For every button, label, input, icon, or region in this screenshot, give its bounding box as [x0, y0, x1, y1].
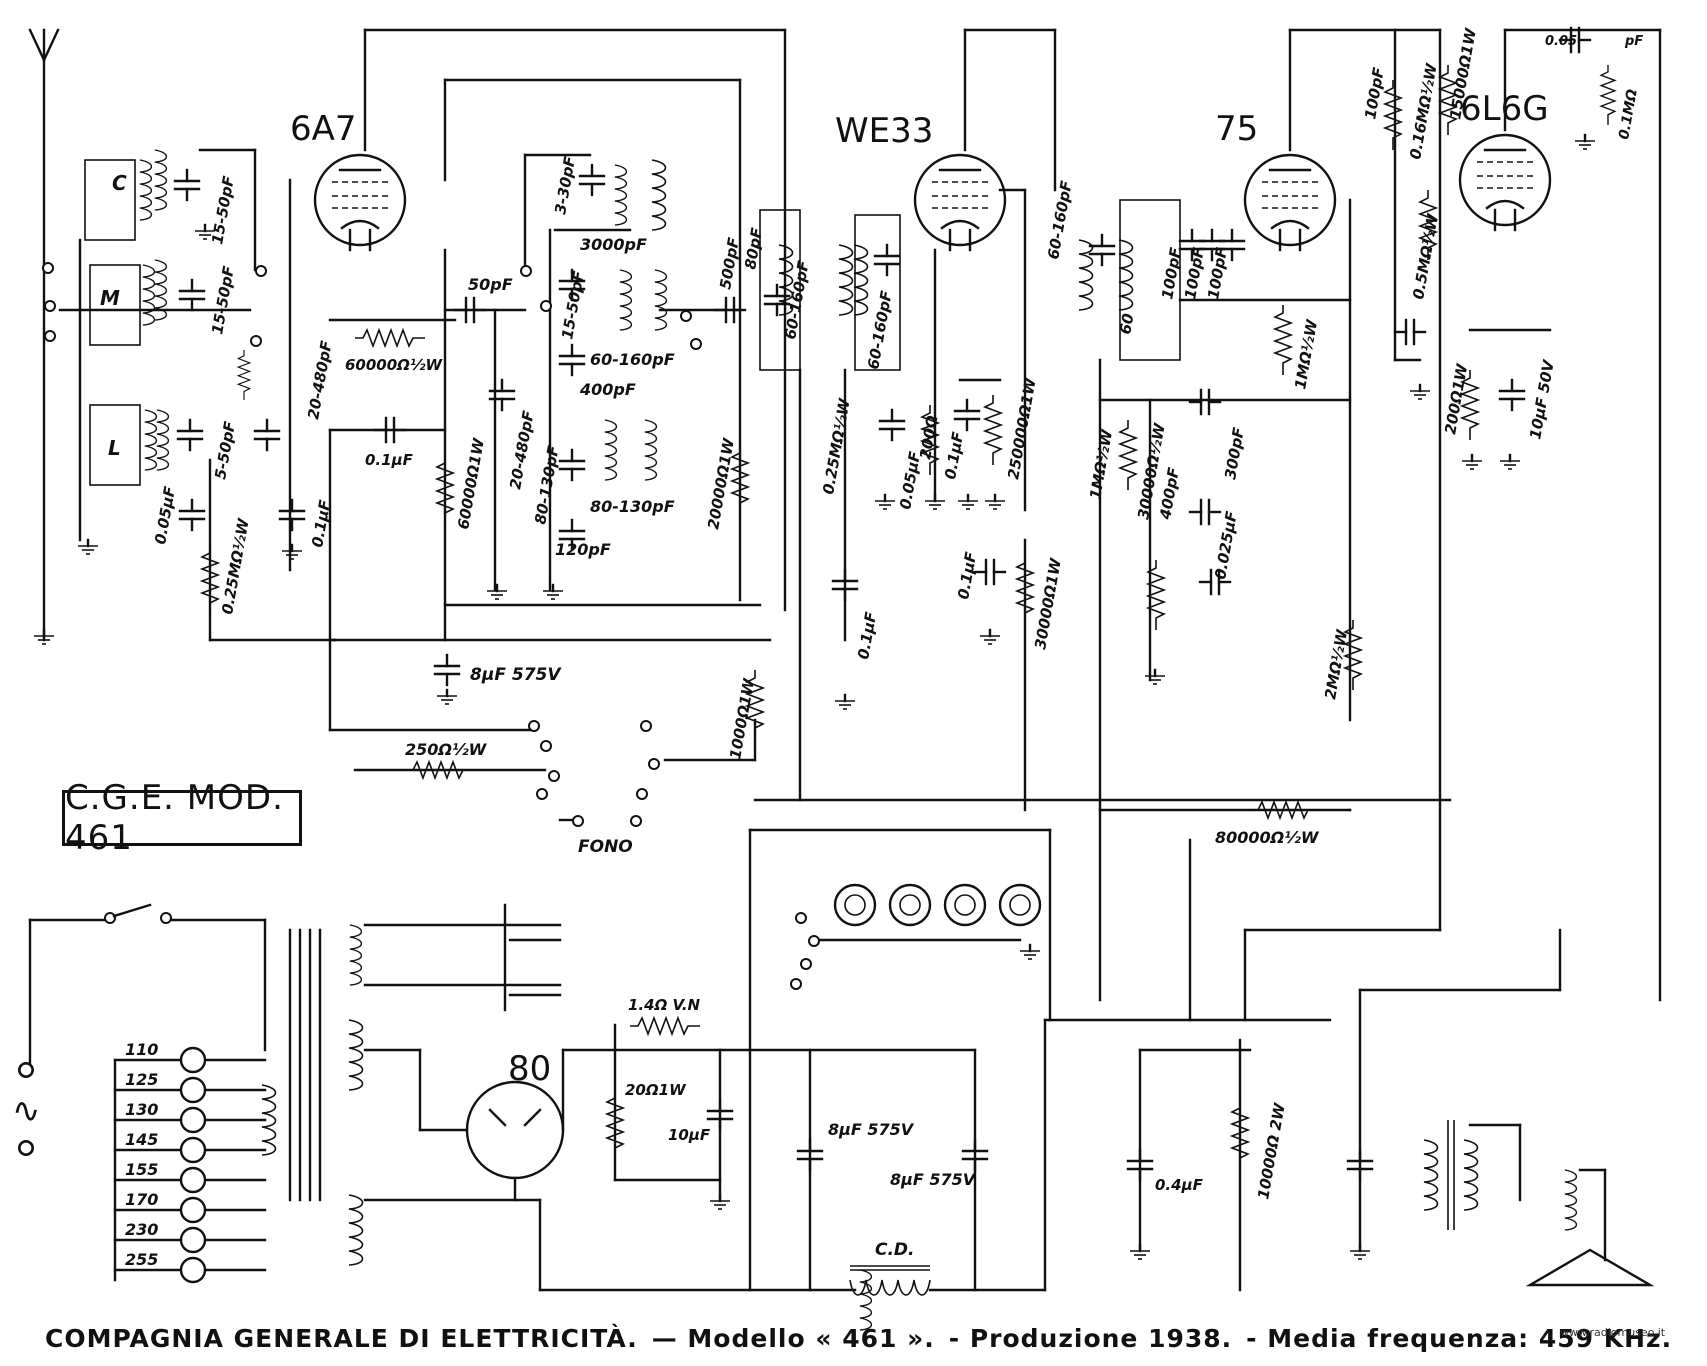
- cap-120-label: 120pF: [555, 540, 611, 559]
- choke-cd-label: C.D.: [875, 1240, 915, 1260]
- footer-maker: COMPAGNIA GENERALE DI ELETTRICITÀ.: [45, 1323, 638, 1353]
- cap-60-160-label: 60-160pF: [590, 350, 675, 369]
- cap-100a-label: 100pF: [1158, 245, 1185, 300]
- cap-60-160d-label: 60-160pF: [1044, 179, 1076, 261]
- stage-6a7: 6A7 20-480pF 60000Ω½W 0.1μF 0.1μF 60000Ω…: [253, 28, 787, 732]
- tap-110: 110: [125, 1040, 158, 1059]
- tap-230: 230: [125, 1220, 158, 1239]
- res-20-label: 20Ω1W: [625, 1081, 687, 1099]
- tube-6a7-label: 6A7: [290, 109, 357, 149]
- cap-04-label: 0.4μF: [1155, 1176, 1204, 1194]
- tap-255: 255: [125, 1250, 158, 1269]
- cap-60-label: 60: [1116, 312, 1137, 336]
- res-025-label: 0.25MΩ½W: [218, 516, 253, 616]
- tube-80-label: 80: [508, 1049, 551, 1089]
- cap-10-50-label: 10μF 50V: [1526, 358, 1558, 441]
- cap-8a-label: 8μF 575V: [828, 1120, 915, 1139]
- model-label-box: C.G.E. MOD. 461: [62, 778, 302, 858]
- cap-5-50-label: 5-50pF: [211, 419, 239, 480]
- cap-15-50c-label: 15-50pF: [558, 269, 588, 341]
- cap-10-label: 10μF: [668, 1126, 711, 1144]
- supply-bus: [748, 798, 1452, 1292]
- res-1m-b-label: 1MΩ½W: [1291, 317, 1321, 391]
- power-supply: ∿ 110 125 130 145 155: [12, 903, 1332, 1331]
- cap-100c-label: 100pF: [1204, 245, 1231, 300]
- coil-c-label: C: [112, 171, 127, 195]
- res-30000-1w-label: 30000Ω1W: [1031, 556, 1065, 651]
- res-60000-label: 60000Ω½W: [345, 356, 443, 374]
- footer-caption: COMPAGNIA GENERALE DI ELETTRICITÀ. — Mod…: [45, 1318, 1685, 1358]
- cap-01c-label: 0.1μF: [941, 430, 967, 481]
- res-1000-label: 1000Ω1W: [726, 676, 758, 761]
- watermark-text: www.radiomuseo.it: [1560, 1326, 1666, 1339]
- res-250000-label: 250000Ω1W: [1004, 375, 1040, 480]
- res-1m-label: 1MΩ½W: [1086, 427, 1116, 501]
- res-200-label: 200Ω: [916, 414, 941, 461]
- if-transformer-1: 80pF 60-160pF 60-160pF 0.25MΩ½W 0.1μF: [741, 209, 901, 802]
- cap-3-30-label: 3-30pF: [551, 154, 579, 215]
- cap-100b-label: 100pF: [1181, 245, 1208, 300]
- tap-170: 170: [125, 1190, 158, 1209]
- res-200b-label: 200Ω1W: [1441, 361, 1471, 436]
- dial-lamps: [748, 828, 1052, 990]
- footer-year: - Produzione 1938.: [948, 1323, 1233, 1353]
- cap-8b-label: 8μF 575V: [890, 1170, 977, 1189]
- cap-20-480-label: 20-480pF: [304, 339, 336, 421]
- cap-005-label: 0.05μF: [151, 484, 179, 545]
- stage-75: 75 60-160pF 1MΩ½W 30000Ω½W 100pF 100pF 1…: [1031, 28, 1442, 1002]
- res-14-label: 1.4Ω V.N: [628, 996, 701, 1014]
- tap-145: 145: [125, 1130, 158, 1149]
- fono-label: FONO: [578, 837, 633, 857]
- footer-model: — Modello « 461 ».: [651, 1323, 935, 1353]
- res-80000-label: 80000Ω½W: [1215, 828, 1320, 847]
- tap-130: 130: [125, 1100, 158, 1119]
- cap-300-label: 300pF: [1221, 425, 1248, 480]
- tap-155: 155: [125, 1160, 158, 1179]
- cap-3000-label: 3000pF: [580, 235, 647, 254]
- cap-50-label: 50pF: [468, 275, 513, 294]
- tube-we33-label: WE33: [835, 111, 933, 151]
- cap-005c-label: 0.05: [1545, 34, 1577, 49]
- mains-symbol: ∿: [12, 1091, 41, 1131]
- cap-15-50b-label: 15-50pF: [208, 264, 238, 336]
- res-20000-label: 20000Ω1W: [704, 436, 738, 531]
- coil-m-label: M: [100, 286, 120, 310]
- cap-pf-label: pF: [1624, 34, 1643, 49]
- res-60000-1w-label: 60000Ω1W: [454, 436, 488, 531]
- oscillator-section: 50pF 20-480pF 3-30pF 3000pF 15-50pF 60-1…: [443, 153, 762, 607]
- cap-80-130b-label: 80-130pF: [590, 497, 675, 516]
- cap-01d-label: 0.1μF: [854, 610, 880, 661]
- cap-400-label: 400pF: [579, 380, 636, 399]
- stage-we33: WE33 0.05μF 200Ω 0.1μF 250000Ω1W 0.1μF: [835, 28, 1057, 812]
- res-250-label: 250Ω½W: [405, 740, 488, 759]
- res-05-label: 0.5MΩ½W: [1409, 211, 1442, 301]
- res-016-label: 0.16MΩ½W: [1406, 61, 1441, 161]
- cap-15-50-label: 15-50pF: [208, 174, 238, 246]
- cap-8-575-label: 8μF 575V: [470, 665, 562, 685]
- voltage-taps: 110 125 130 145 155 170 230 255: [113, 1040, 267, 1284]
- cap-20-480b-label: 20-480pF: [506, 409, 538, 491]
- tap-125: 125: [125, 1070, 158, 1089]
- res-025b-label: 0.25MΩ½W: [819, 396, 854, 496]
- res-2m-label: 2MΩ½W: [1321, 627, 1351, 701]
- output-speaker: [1346, 928, 1655, 1287]
- cap-80-label: 80pF: [741, 226, 766, 271]
- cap-80-130a-label: 80-130pF: [531, 444, 563, 526]
- footer-if: - Media frequenza: 459 KHz.: [1246, 1323, 1673, 1353]
- cap-0025-label: 0.025μF: [1211, 509, 1241, 581]
- cap-01-label: 0.1μF: [365, 451, 414, 469]
- cap-60-160c-label: 60-160pF: [864, 289, 896, 371]
- coil-l-label: L: [108, 436, 121, 460]
- stage-6l6g: 6L6G 100pF 0.16MΩ½W 15000Ω1W 0.5MΩ½W 0.0…: [1361, 26, 1662, 1002]
- cap-100d-label: 100pF: [1361, 65, 1388, 120]
- antenna: [28, 28, 60, 646]
- tone-fono-switching: 250Ω½W 1000Ω1W FONO: [353, 668, 765, 857]
- res-10000-label: 10000Ω 2W: [1254, 1100, 1289, 1200]
- tube-75-label: 75: [1215, 109, 1258, 149]
- res-01m-label: 0.1MΩ: [1616, 88, 1641, 141]
- cap-01e-label: 0.1μF: [954, 550, 980, 601]
